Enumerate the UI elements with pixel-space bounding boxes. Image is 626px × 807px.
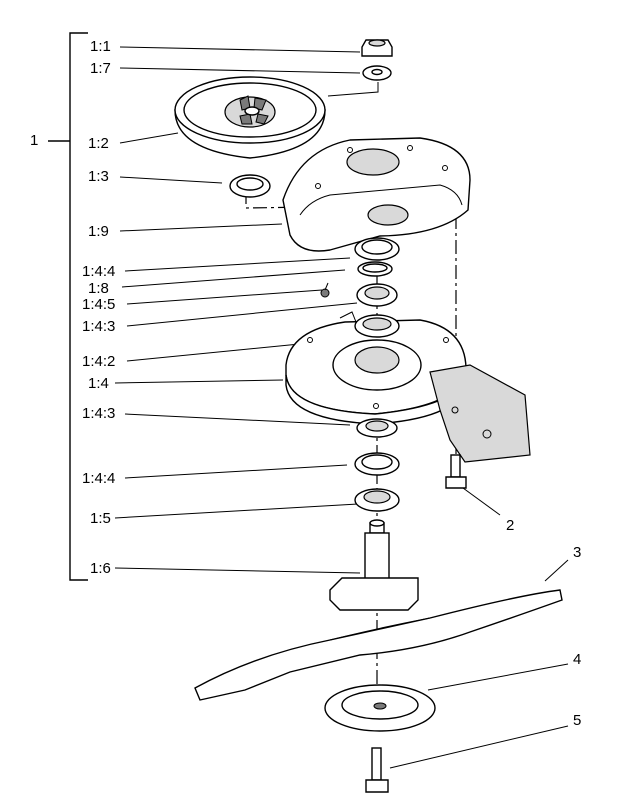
- bolt-part: [445, 454, 467, 489]
- label-assembly-1: 1: [30, 132, 39, 149]
- bearing-cone-top: [356, 283, 398, 307]
- saucer-part: [324, 684, 436, 732]
- snap-ring-part: [357, 261, 393, 277]
- pulley-part: [174, 76, 326, 159]
- label-1-9: 1:9: [88, 223, 109, 240]
- washer-part: [362, 65, 392, 81]
- blade-part: [194, 589, 563, 701]
- label-1-2: 1:2: [88, 135, 109, 152]
- label-1-4: 1:4: [88, 375, 109, 392]
- lower-seal-part: [354, 488, 400, 512]
- label-5: 5: [573, 712, 582, 729]
- assembly-bracket: [48, 32, 88, 581]
- bearing-cup-top: [354, 237, 400, 261]
- label-1-6: 1:6: [90, 560, 111, 577]
- label-1-4-2: 1:4:2: [82, 353, 116, 370]
- bearing-cone-bottom: [356, 418, 398, 438]
- grease-fitting-part: [320, 282, 330, 298]
- label-1-3: 1:3: [88, 168, 109, 185]
- nut-part: [361, 39, 393, 57]
- label-4: 4: [573, 651, 582, 668]
- label-2: 2: [506, 517, 515, 534]
- leader-lines: [114, 46, 569, 769]
- label-1-1: 1:1: [90, 38, 111, 55]
- label-3: 3: [573, 544, 582, 561]
- blade-bolt-part: [365, 747, 389, 793]
- spindle-plate-part: [285, 311, 531, 463]
- housing-part: [282, 137, 471, 252]
- spindle-shaft-part: [329, 519, 419, 611]
- label-1-4-3-top: 1:4:3: [82, 318, 116, 335]
- label-1-4-4-top: 1:4:4: [82, 263, 116, 280]
- label-1-4-3-bottom: 1:4:3: [82, 405, 116, 422]
- bearing-cup-bottom: [354, 452, 400, 476]
- seal-part: [229, 174, 271, 198]
- label-1-8: 1:8: [88, 280, 109, 297]
- label-1-4-4-bottom: 1:4:4: [82, 470, 116, 487]
- label-1-5: 1:5: [90, 510, 111, 527]
- label-1-7: 1:7: [90, 60, 111, 77]
- label-1-4-5: 1:4:5: [82, 296, 116, 313]
